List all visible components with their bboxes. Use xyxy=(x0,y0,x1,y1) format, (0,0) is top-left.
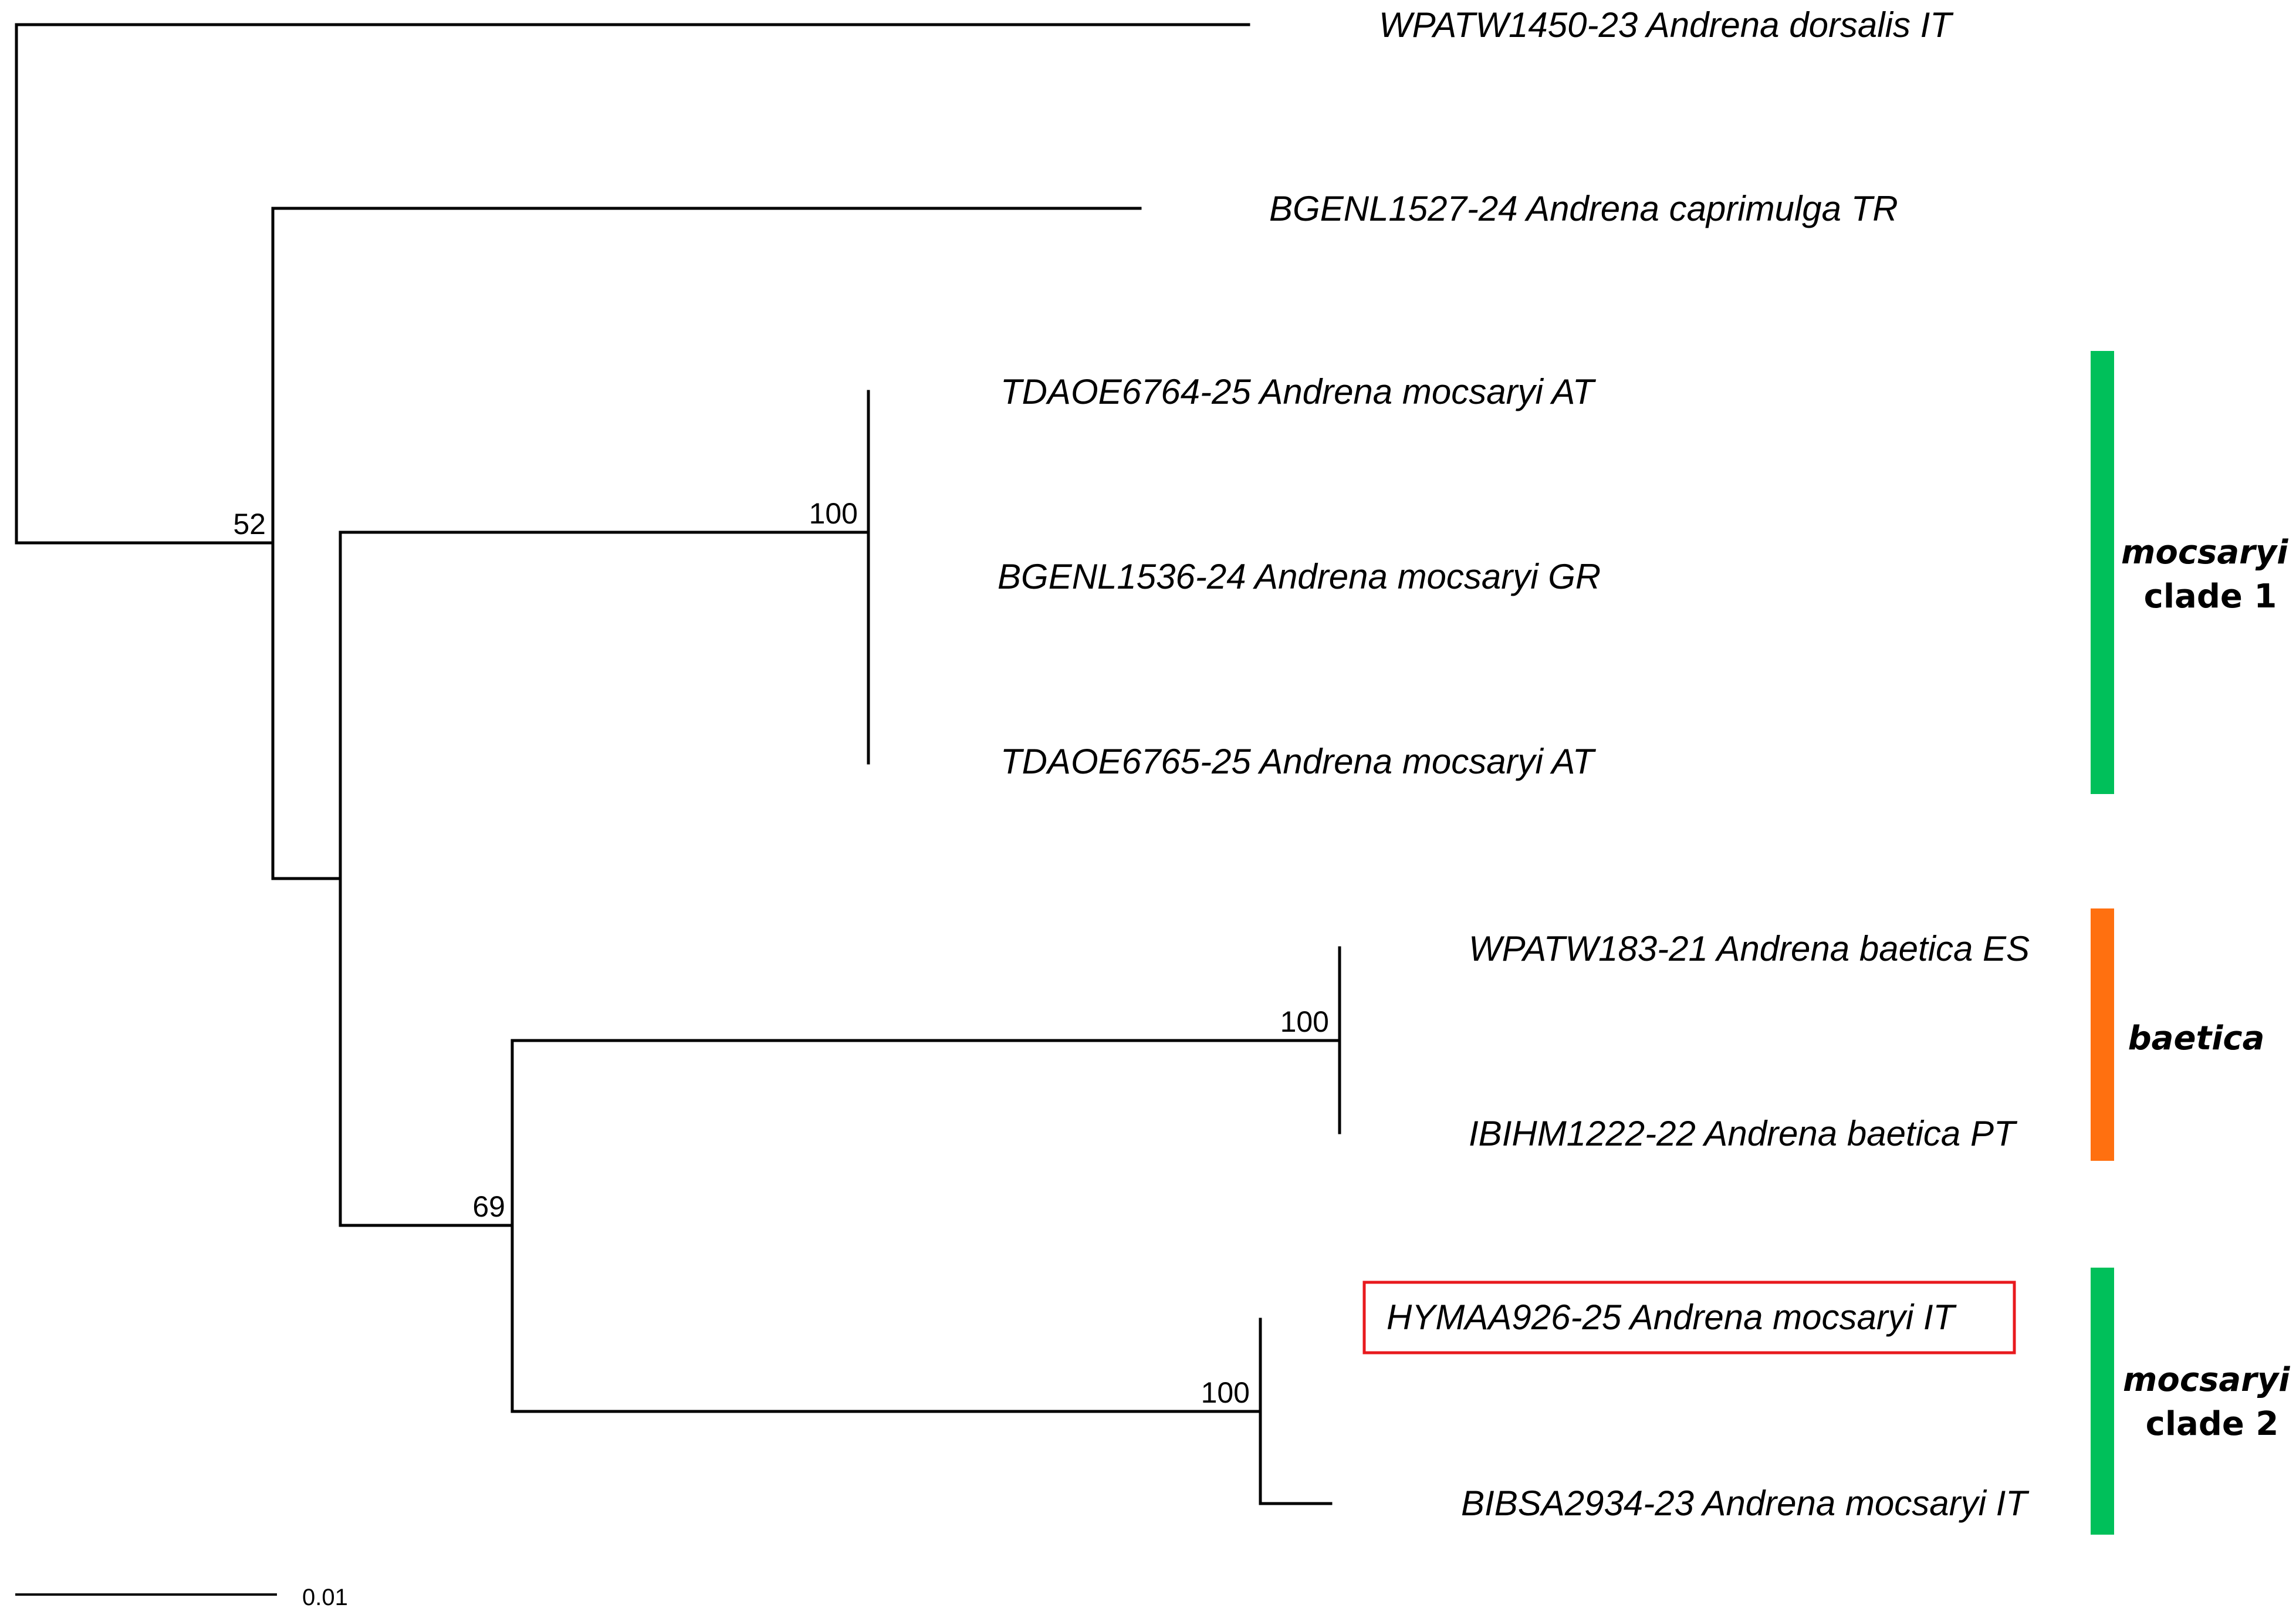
clade-name-mocsaryi-2: mocsaryi clade 2 xyxy=(2123,1361,2296,1443)
support-node-mocsaryi-1: 100 xyxy=(809,497,858,530)
support-node-baetica: 100 xyxy=(1280,1005,1329,1038)
support-node-52: 52 xyxy=(233,508,266,541)
clade-name-mocsaryi-2-rest: clade 2 xyxy=(2146,1405,2279,1443)
clade-name-baetica: baetica xyxy=(2128,1019,2265,1058)
clade-bar-mocsaryi-2 xyxy=(2091,1268,2114,1535)
support-node-mocsaryi-2: 100 xyxy=(1201,1376,1250,1409)
tip-label-caprimulga: BGENL1527-24 Andrena caprimulga TR xyxy=(1269,189,1898,228)
tip-label-wpatw183: WPATW183-21 Andrena baetica ES xyxy=(1469,929,2030,968)
clade-bars xyxy=(2091,351,2114,1535)
highlight-box xyxy=(1362,1281,2016,1354)
tip-labels: WPATW1450-23 Andrena dorsalis IT BGENL15… xyxy=(997,5,2030,1523)
tip-label-ibihm1222: IBIHM1222-22 Andrena baetica PT xyxy=(1469,1114,2018,1153)
tip-label-tdaoe6765: TDAOE6765-25 Andrena mocsaryi AT xyxy=(1000,742,1597,781)
clade-name-mocsaryi-2-italic: mocsaryi xyxy=(2123,1361,2290,1399)
clade-name-mocsaryi-1-rest: clade 1 xyxy=(2144,577,2277,616)
scale-bar: 0.01 xyxy=(15,1585,348,1610)
scale-bar-label: 0.01 xyxy=(302,1585,348,1610)
tip-label-tdaoe6764: TDAOE6764-25 Andrena mocsaryi AT xyxy=(1000,372,1597,411)
clade-name-mocsaryi-1-italic: mocsaryi xyxy=(2121,533,2288,572)
support-node-69: 69 xyxy=(472,1190,505,1223)
clade-bar-mocsaryi-1 xyxy=(2091,351,2114,794)
support-values: 52 69 100 100 100 xyxy=(233,497,1329,1409)
clade-names: mocsaryi clade 1 baetica mocsaryi clade … xyxy=(2121,533,2296,1443)
tree-branches xyxy=(15,23,1341,1505)
tip-label-dorsalis: WPATW1450-23 Andrena dorsalis IT xyxy=(1379,5,1954,45)
clade-name-baetica-italic: baetica xyxy=(2128,1019,2265,1058)
tip-label-hymaa926: HYMAA926-25 Andrena mocsaryi IT xyxy=(1387,1298,1957,1337)
tip-label-bgenl1536: BGENL1536-24 Andrena mocsaryi GR xyxy=(997,557,1601,596)
clade-bar-baetica xyxy=(2091,908,2114,1161)
clade-name-mocsaryi-1: mocsaryi clade 1 xyxy=(2121,533,2296,616)
tip-label-bibsa2934: BIBSA2934-23 Andrena mocsaryi IT xyxy=(1461,1484,2030,1523)
